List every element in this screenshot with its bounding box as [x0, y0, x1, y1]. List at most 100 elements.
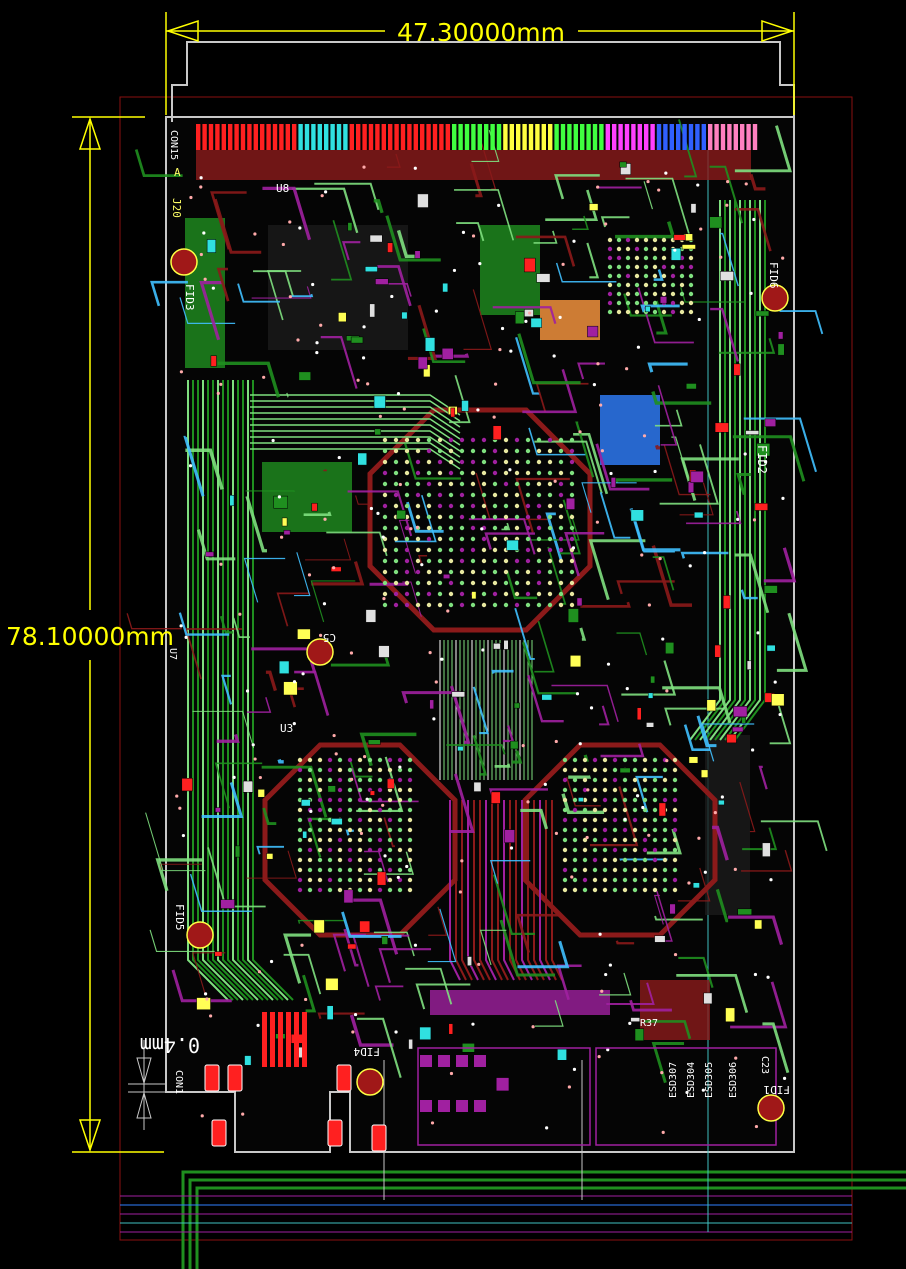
connector-pin[interactable] — [650, 124, 655, 150]
connector-pin[interactable] — [375, 124, 380, 150]
connector-pin[interactable] — [445, 124, 450, 150]
connector-pin[interactable] — [656, 124, 662, 150]
connector-pin[interactable] — [682, 124, 687, 150]
connector-pin[interactable] — [285, 124, 290, 150]
connector-pin[interactable] — [592, 124, 598, 150]
connector-pin[interactable] — [234, 124, 239, 150]
connector-pin[interactable] — [247, 124, 252, 150]
connector-pin[interactable] — [669, 124, 674, 150]
connector-pin[interactable] — [471, 124, 476, 150]
connector-pin[interactable] — [400, 124, 406, 150]
bottom-edge-traces — [181, 1170, 906, 1269]
connector-pin[interactable] — [298, 124, 303, 150]
connector-pin[interactable] — [637, 124, 642, 150]
connector-pin[interactable] — [733, 124, 738, 150]
connector-pin[interactable] — [260, 124, 265, 150]
connector-pin[interactable] — [356, 124, 361, 150]
label-esd306: ESD306 — [728, 1062, 739, 1098]
connector-pin[interactable] — [381, 124, 386, 150]
connector-pin[interactable] — [541, 124, 546, 150]
connector-pin[interactable] — [317, 124, 322, 150]
connector-pin[interactable] — [567, 124, 572, 150]
connector-pin[interactable] — [535, 124, 540, 150]
connector-pin[interactable] — [426, 124, 431, 150]
connector-pin[interactable] — [221, 124, 226, 150]
connector-pin[interactable] — [720, 124, 726, 150]
connector-pin[interactable] — [573, 124, 578, 150]
connector-pin[interactable] — [554, 124, 559, 150]
connector-pin[interactable] — [740, 124, 745, 150]
connector-pin[interactable] — [708, 124, 713, 150]
connector-pin[interactable] — [458, 124, 463, 150]
connector-pin[interactable] — [240, 124, 246, 150]
connector-pin[interactable] — [420, 124, 425, 150]
connector-pin[interactable] — [208, 124, 214, 150]
connector-pin[interactable] — [292, 124, 297, 150]
connector-pin[interactable] — [612, 124, 617, 150]
connector-pin[interactable] — [228, 124, 233, 150]
connector-pin[interactable] — [695, 124, 700, 150]
connector-pin[interactable] — [202, 124, 207, 150]
connector-pin[interactable] — [413, 124, 418, 150]
connector-pin[interactable] — [644, 124, 649, 150]
height-dimension[interactable]: 78.10000mm — [6, 116, 174, 1153]
connector-pin[interactable] — [746, 124, 751, 150]
top-connector-outline — [171, 41, 795, 122]
connector-pin[interactable] — [388, 124, 393, 150]
connector-pin[interactable] — [477, 124, 482, 150]
connector-pin[interactable] — [580, 124, 585, 150]
connector-pin[interactable] — [272, 124, 278, 150]
connector-pin[interactable] — [516, 124, 521, 150]
gap-dimension[interactable]: 0.4mm — [128, 1033, 200, 1130]
connector-pin[interactable] — [362, 124, 367, 150]
connector-pin[interactable] — [528, 124, 534, 150]
connector-pin[interactable] — [394, 124, 399, 150]
connector-pin[interactable] — [727, 124, 732, 150]
connector-pin[interactable] — [560, 124, 566, 150]
connector-pin[interactable] — [490, 124, 495, 150]
connector-pin[interactable] — [253, 124, 258, 150]
connector-pin[interactable] — [452, 124, 457, 150]
connector-pin[interactable] — [688, 124, 694, 150]
connector-pin[interactable] — [196, 124, 201, 150]
connector-pin[interactable] — [266, 124, 271, 150]
connector-pin[interactable] — [368, 124, 374, 150]
connector-pin[interactable] — [279, 124, 284, 150]
connector-pin[interactable] — [311, 124, 316, 150]
connector-pin[interactable] — [618, 124, 623, 150]
connector-pin[interactable] — [439, 124, 444, 150]
connector-pin[interactable] — [330, 124, 335, 150]
connector-pin[interactable] — [407, 124, 412, 150]
connector-pin[interactable] — [432, 124, 438, 150]
connector-pin[interactable] — [215, 124, 220, 150]
connector-pin[interactable] — [343, 124, 348, 150]
connector-pin[interactable] — [676, 124, 681, 150]
connector-pin[interactable] — [304, 124, 310, 150]
fiducial-fid6 — [761, 284, 789, 312]
arrow-down-icon — [136, 1057, 152, 1085]
connector-pin[interactable] — [509, 124, 514, 150]
connector-pin[interactable] — [752, 124, 758, 150]
top-connector-pins[interactable] — [196, 124, 758, 150]
connector-pin[interactable] — [714, 124, 719, 150]
connector-pin[interactable] — [599, 124, 604, 150]
connector-pin[interactable] — [522, 124, 527, 150]
connector-pin[interactable] — [624, 124, 630, 150]
connector-pin[interactable] — [324, 124, 329, 150]
connector-pin[interactable] — [336, 124, 342, 150]
connector-pin[interactable] — [701, 124, 706, 150]
connector-pin[interactable] — [484, 124, 489, 150]
label-u3: U3 — [280, 722, 293, 735]
connector-pin[interactable] — [464, 124, 470, 150]
connector-pin[interactable] — [631, 124, 636, 150]
connector-pin[interactable] — [663, 124, 668, 150]
connector-pin[interactable] — [349, 124, 354, 150]
connector-pin[interactable] — [503, 124, 508, 150]
connector-pin[interactable] — [586, 124, 591, 150]
connector-pin[interactable] — [605, 124, 610, 150]
connector-pin[interactable] — [496, 124, 502, 150]
width-dimension-label: 47.30000mm — [397, 18, 565, 47]
width-dimension[interactable]: 47.30000mm — [165, 12, 795, 115]
connector-pin[interactable] — [548, 124, 553, 150]
